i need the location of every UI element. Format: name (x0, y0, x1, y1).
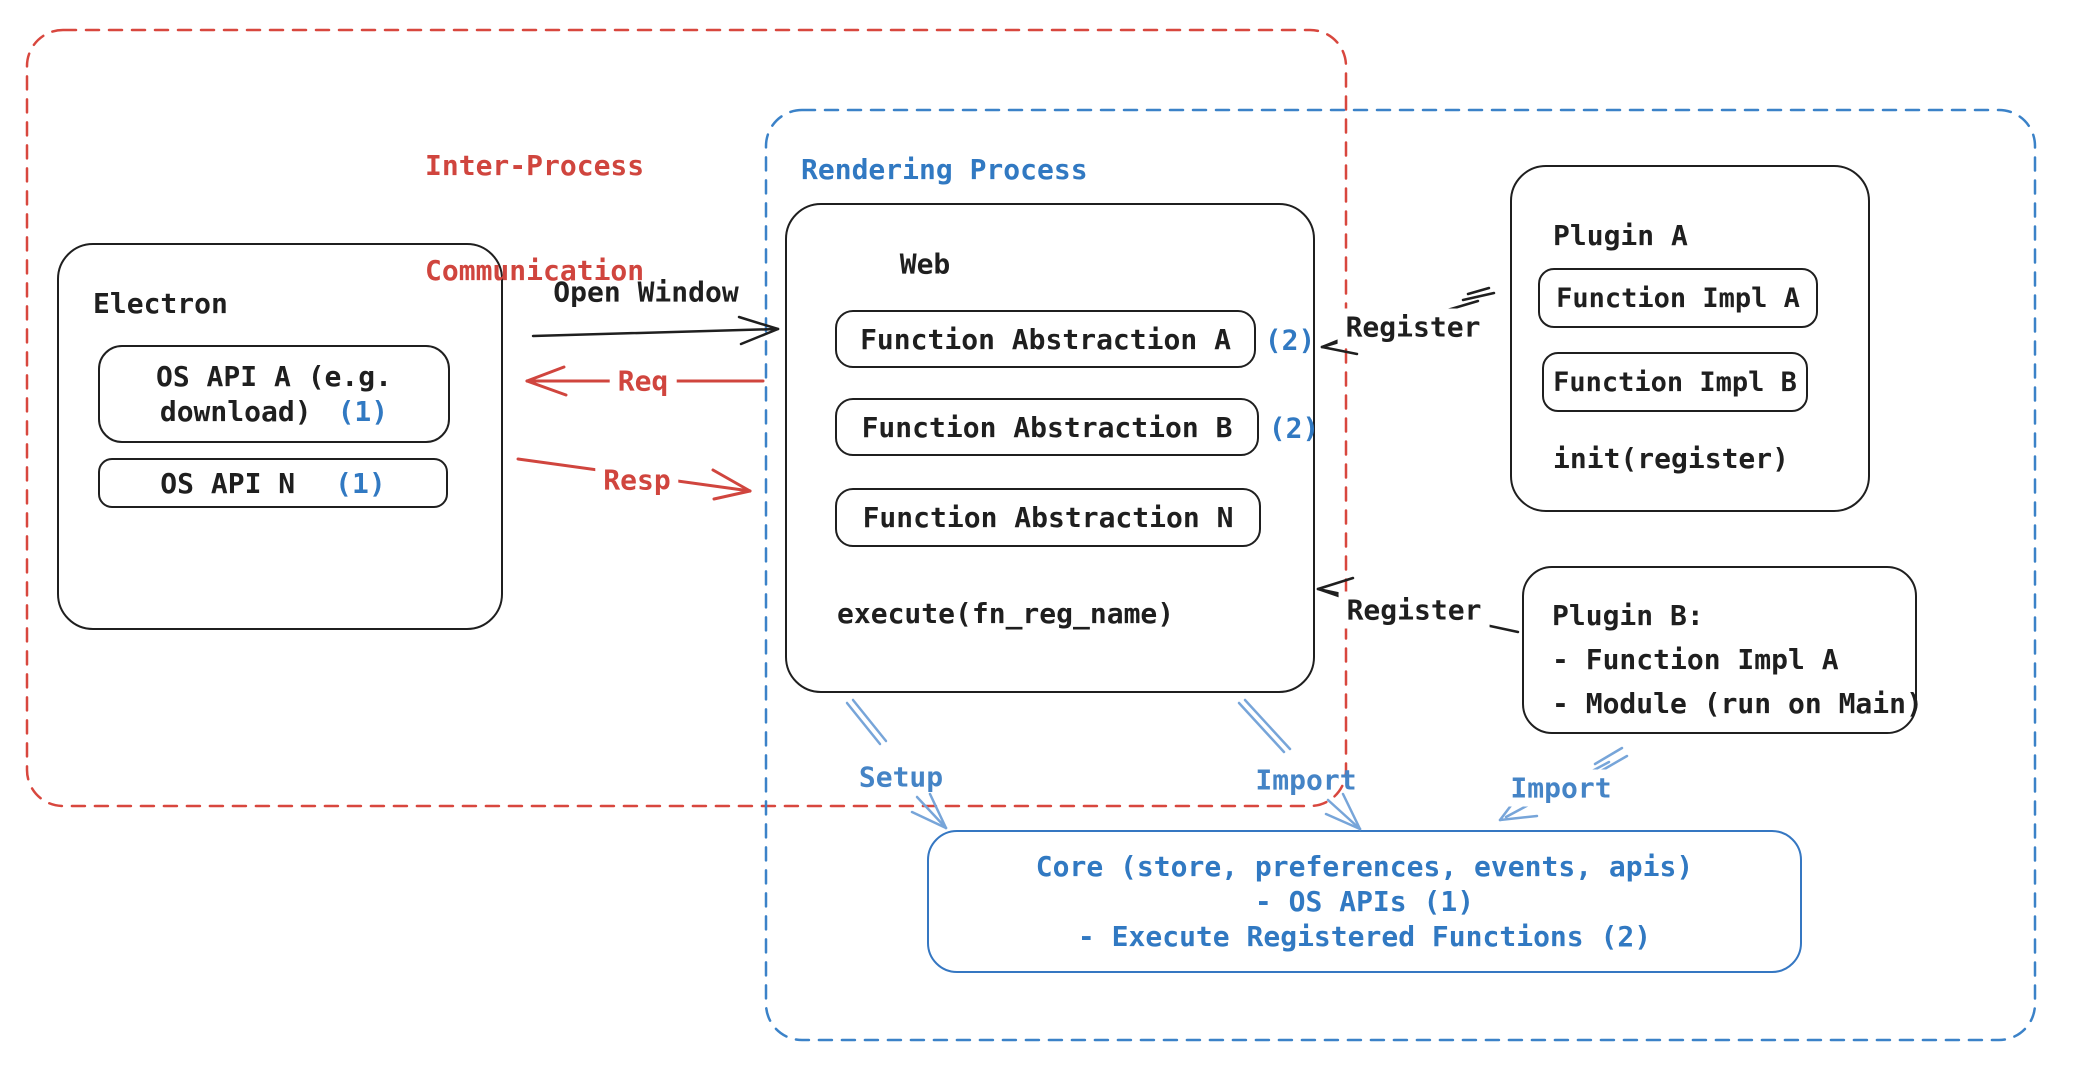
os-api-a-line2: download) (159, 395, 312, 428)
ipc-zone-title: Inter-Process Communication (425, 78, 644, 358)
os-api-a-box: OS API A (e.g. download) (1) (98, 345, 450, 443)
os-api-n-label: OS API N (160, 466, 296, 500)
function-impl-b-box: Function Impl B (1542, 352, 1808, 412)
import-mid-label: Import (1255, 763, 1357, 797)
plugin-a-title: Plugin A (1553, 219, 1688, 252)
function-abstraction-b-label: Function Abstraction B (861, 410, 1233, 444)
open-window-label: Open Window (553, 275, 739, 309)
core-box: Core (store, preferences, events, apis) … (927, 830, 1802, 973)
function-abstraction-b-box: Function Abstraction B (835, 398, 1259, 456)
core-line-2: - OS APIs (1) (1254, 885, 1475, 918)
plugin-b-title: Plugin B: (1552, 599, 1704, 632)
function-impl-b-label: Function Impl B (1553, 366, 1797, 398)
req-label: Req (609, 362, 677, 400)
ipc-zone-title-line2: Communication (425, 254, 645, 287)
core-line-3: - Execute Registered Functions (2) (1077, 920, 1652, 953)
electron-title: Electron (93, 287, 228, 320)
function-abstraction-a-badge: (2) (1264, 323, 1316, 357)
plugin-b-item-2: - Module (run on Main) (1552, 687, 1923, 720)
setup-label: Setup (858, 760, 944, 794)
ipc-zone-title-line1: Inter-Process (425, 149, 645, 182)
function-impl-a-label: Function Impl A (1556, 282, 1800, 314)
web-title: Web (899, 247, 951, 281)
function-impl-a-box: Function Impl A (1538, 268, 1818, 328)
function-abstraction-a-box: Function Abstraction A (835, 310, 1256, 368)
os-api-a-line1: OS API A (e.g. (155, 360, 392, 393)
os-api-a-badge: (1) (337, 395, 389, 428)
execute-label: execute(fn_reg_name) (837, 597, 1175, 630)
function-abstraction-a-label: Function Abstraction A (860, 322, 1231, 356)
plugin-b-box: Plugin B: - Function Impl A - Module (ru… (1522, 566, 1923, 734)
function-abstraction-n-box: Function Abstraction N (835, 488, 1261, 547)
import-right-label: Import (1502, 769, 1620, 807)
core-line-1: Core (store, preferences, events, apis) (1035, 850, 1694, 883)
register-top-label: Register (1337, 308, 1489, 346)
function-abstraction-b-badge: (2) (1268, 411, 1320, 445)
os-api-n-box: OS API N (1) (98, 458, 448, 508)
plugin-b-item-1: - Function Impl A (1552, 643, 1839, 676)
os-api-n-badge: (1) (335, 466, 386, 500)
register-bottom-label: Register (1338, 591, 1490, 629)
init-register-label: init(register) (1553, 442, 1790, 475)
rendering-zone-title: Rendering Process (801, 153, 1088, 186)
function-abstraction-n-label: Function Abstraction N (862, 501, 1234, 534)
resp-label: Resp (595, 461, 679, 499)
